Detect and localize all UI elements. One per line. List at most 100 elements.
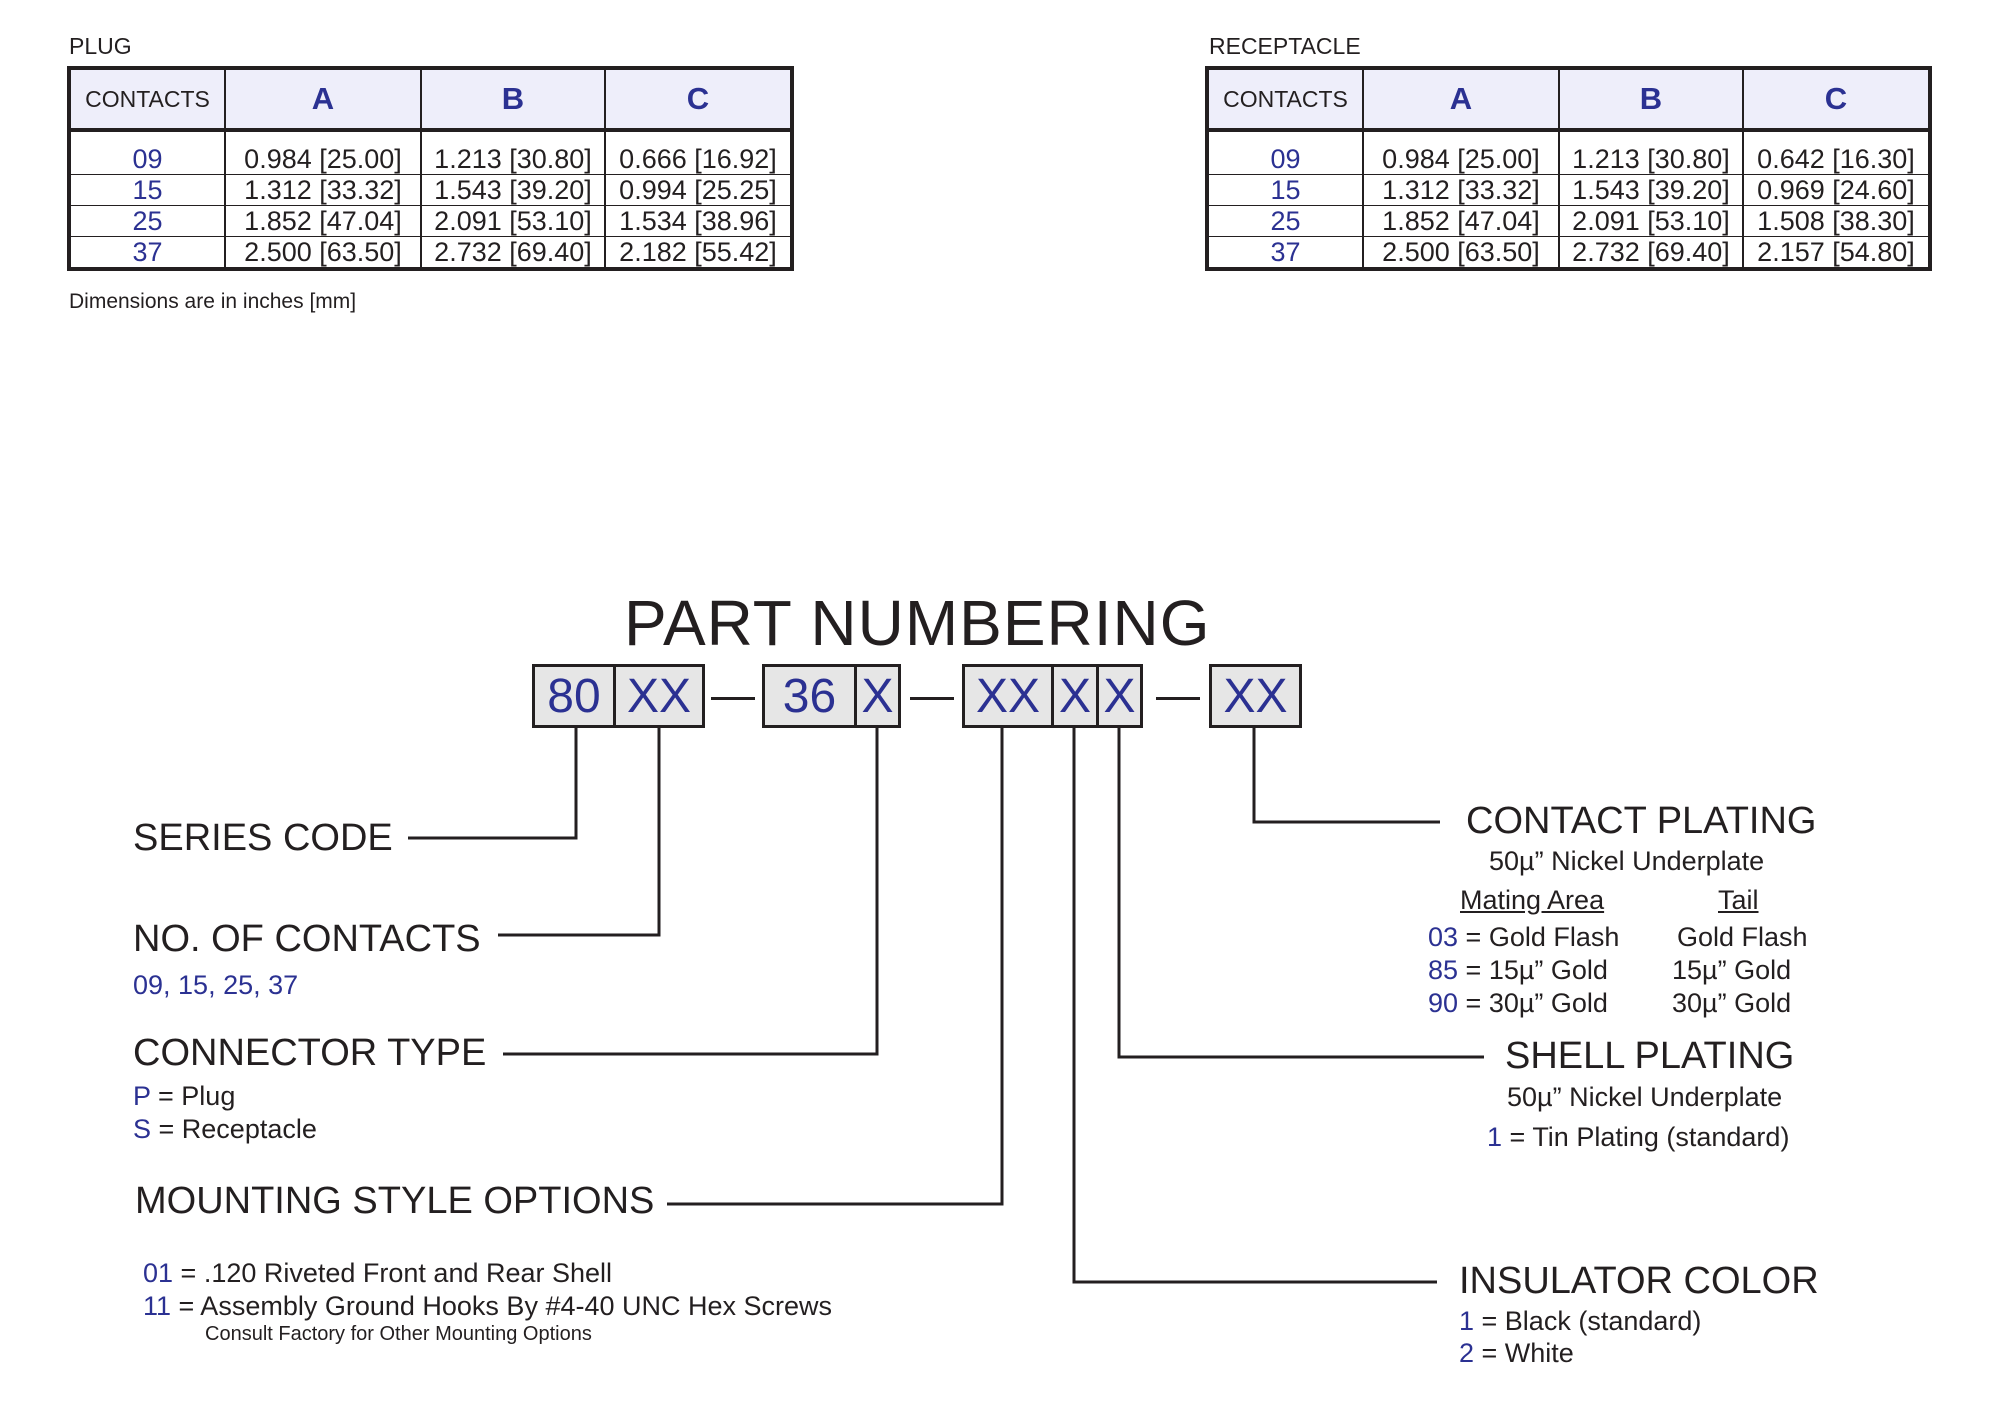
contacts-cell: 15 xyxy=(68,174,226,206)
pn-box-connector-type: X xyxy=(854,664,901,728)
option-text: = .120 Riveted Front and Rear Shell xyxy=(173,1258,613,1288)
pn-dash xyxy=(1156,697,1200,700)
contact-plating-tail: 15µ” Gold xyxy=(1672,955,1792,985)
leader-line-insulator xyxy=(1072,728,1437,1284)
pn-box-shell-plating: X xyxy=(1096,664,1143,728)
option-text: = Black (standard) xyxy=(1474,1306,1702,1336)
contacts-cell: 25 xyxy=(68,205,226,237)
contacts-cell: 25 xyxy=(1206,205,1364,237)
option-code: P xyxy=(133,1081,151,1111)
receptacle-dimension-table: CONTACTS A B C 09 0.984 [25.00] 1.213 [3… xyxy=(1205,66,1932,271)
mounting-note: Consult Factory for Other Mounting Optio… xyxy=(205,1323,592,1345)
table-row: 15 1.312 [33.32] 1.543 [39.20] 0.969 [24… xyxy=(1206,174,1931,206)
option-text: = Plug xyxy=(150,1081,236,1111)
dim-b-cell: 1.543 [39.20] xyxy=(1558,174,1744,206)
insulator-color-label: INSULATOR COLOR xyxy=(1459,1260,1819,1302)
table-row: 37 2.500 [63.50] 2.732 [69.40] 2.182 [55… xyxy=(68,236,793,270)
table-row: 09 0.984 [25.00] 1.213 [30.80] 0.666 [16… xyxy=(68,130,793,175)
column-header-mating-area: Mating Area xyxy=(1460,885,1605,915)
dim-c-cell: 0.642 [16.30] xyxy=(1742,130,1931,175)
column-header-c: C xyxy=(604,67,793,132)
column-header-a: A xyxy=(224,67,422,132)
contact-plating-option: 85 = 15µ” Gold xyxy=(1428,955,1608,986)
contacts-cell: 15 xyxy=(1206,174,1364,206)
dim-c-cell: 2.182 [55.42] xyxy=(604,236,793,270)
contact-plating-tail: 30µ” Gold xyxy=(1672,988,1792,1018)
column-header-b: B xyxy=(420,67,606,132)
option-text: = Receptacle xyxy=(151,1114,317,1144)
column-header-contacts: CONTACTS xyxy=(1206,67,1364,132)
dim-b-cell: 2.732 [69.40] xyxy=(1558,236,1744,270)
pn-box-contacts: XX xyxy=(613,664,705,728)
connector-type-option: P = Plug xyxy=(133,1081,235,1112)
option-text: = White xyxy=(1474,1338,1574,1368)
series-code-label: SERIES CODE xyxy=(133,817,393,859)
connector-type-label: CONNECTOR TYPE xyxy=(133,1032,487,1074)
column-header-tail: Tail xyxy=(1718,885,1759,915)
pn-box-series: 80 xyxy=(532,664,616,728)
option-code: 03 xyxy=(1428,922,1459,952)
mounting-option: 01 = .120 Riveted Front and Rear Shell xyxy=(143,1258,612,1289)
dim-a-cell: 2.500 [63.50] xyxy=(1362,236,1560,270)
part-numbering-title: PART NUMBERING xyxy=(624,587,1211,659)
mounting-label: MOUNTING STYLE OPTIONS xyxy=(135,1180,655,1222)
option-text: = Assembly Ground Hooks By #4-40 UNC Hex… xyxy=(171,1291,833,1321)
pn-dash xyxy=(910,697,954,700)
contacts-values: 09, 15, 25, 37 xyxy=(133,970,299,1000)
dim-c-cell: 0.666 [16.92] xyxy=(604,130,793,175)
leader-line-series-code xyxy=(408,728,578,840)
table-row: 25 1.852 [47.04] 2.091 [53.10] 1.508 [38… xyxy=(1206,205,1931,237)
option-text: = Gold Flash xyxy=(1458,922,1620,952)
shell-plating-underplate: 50µ” Nickel Underplate xyxy=(1507,1082,1783,1112)
insulator-color-option: 1 = Black (standard) xyxy=(1459,1306,1701,1337)
pn-dash xyxy=(711,697,755,700)
contact-plating-tail: Gold Flash xyxy=(1677,922,1808,952)
table-row: 25 1.852 [47.04] 2.091 [53.10] 1.534 [38… xyxy=(68,205,793,237)
dim-c-cell: 1.534 [38.96] xyxy=(604,205,793,237)
dim-b-cell: 2.091 [53.10] xyxy=(1558,205,1744,237)
contact-plating-option: 90 = 30µ” Gold xyxy=(1428,988,1608,1019)
plug-table-title: PLUG xyxy=(69,33,132,59)
column-header-a: A xyxy=(1362,67,1560,132)
dim-c-cell: 1.508 [38.30] xyxy=(1742,205,1931,237)
dim-a-cell: 1.852 [47.04] xyxy=(1362,205,1560,237)
contact-plating-label: CONTACT PLATING xyxy=(1466,800,1817,842)
option-text: = 30µ” Gold xyxy=(1458,988,1608,1018)
dim-c-cell: 0.969 [24.60] xyxy=(1742,174,1931,206)
option-code: 85 xyxy=(1428,955,1459,985)
contacts-cell: 09 xyxy=(68,130,226,175)
table-row: 15 1.312 [33.32] 1.543 [39.20] 0.994 [25… xyxy=(68,174,793,206)
table-row: 09 0.984 [25.00] 1.213 [30.80] 0.642 [16… xyxy=(1206,130,1931,175)
insulator-color-option: 2 = White xyxy=(1459,1338,1574,1369)
option-code: 11 xyxy=(143,1291,172,1321)
shell-plating-option: 1 = Tin Plating (standard) xyxy=(1487,1122,1789,1153)
option-code: 90 xyxy=(1428,988,1459,1018)
dim-a-cell: 1.312 [33.32] xyxy=(1362,174,1560,206)
receptacle-table-title: RECEPTACLE xyxy=(1209,33,1361,59)
contacts-label: NO. OF CONTACTS xyxy=(133,918,481,960)
option-code: S xyxy=(133,1114,152,1144)
pn-box-mounting: XX xyxy=(962,664,1054,728)
dim-b-cell: 2.732 [69.40] xyxy=(420,236,606,270)
option-code: 1 xyxy=(1487,1122,1503,1152)
connector-type-option: S = Receptacle xyxy=(133,1114,317,1145)
option-code: 2 xyxy=(1459,1338,1475,1368)
column-header-contacts: CONTACTS xyxy=(68,67,226,132)
leader-line-connector-type xyxy=(503,728,879,1056)
dim-a-cell: 0.984 [25.00] xyxy=(224,130,422,175)
contacts-cell: 09 xyxy=(1206,130,1364,175)
option-code: 1 xyxy=(1459,1306,1475,1336)
table-header-row: CONTACTS A B C xyxy=(1206,67,1931,132)
dim-b-cell: 1.543 [39.20] xyxy=(420,174,606,206)
contacts-cell: 37 xyxy=(1206,236,1364,270)
option-text: = Tin Plating (standard) xyxy=(1502,1122,1790,1152)
dim-b-cell: 2.091 [53.10] xyxy=(420,205,606,237)
column-header-c: C xyxy=(1742,67,1931,132)
leader-line-mounting xyxy=(667,728,1004,1206)
plug-dimension-table: CONTACTS A B C 09 0.984 [25.00] 1.213 [3… xyxy=(67,66,794,271)
dim-a-cell: 1.852 [47.04] xyxy=(224,205,422,237)
dim-c-cell: 2.157 [54.80] xyxy=(1742,236,1931,270)
dim-b-cell: 1.213 [30.80] xyxy=(420,130,606,175)
pn-box-contact-plating: XX xyxy=(1209,664,1302,728)
